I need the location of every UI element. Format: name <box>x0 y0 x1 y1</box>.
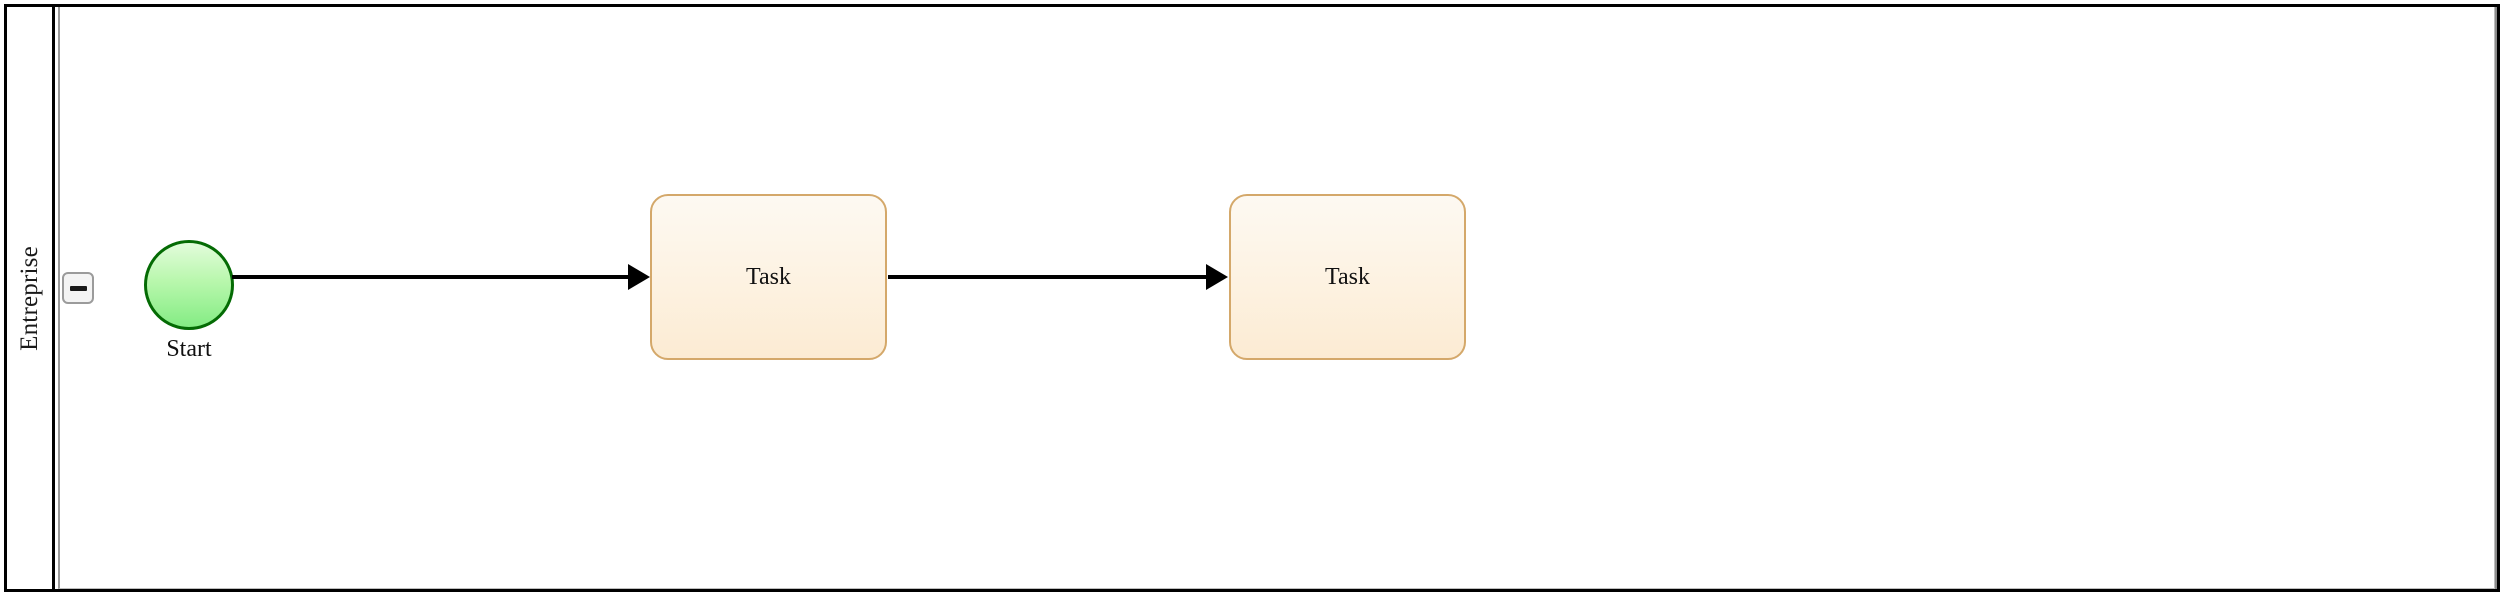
start-event[interactable] <box>144 240 234 330</box>
lane-label: Entreprise <box>16 245 44 351</box>
pool-right-edge <box>2495 7 2497 589</box>
minus-icon <box>69 285 87 291</box>
lane-header-entreprise[interactable]: Entreprise <box>7 7 55 589</box>
task-node-2[interactable]: Task <box>1229 194 1466 360</box>
sequence-flow-2-arrowhead-icon <box>1206 264 1228 290</box>
sequence-flow-1-arrowhead-icon <box>628 264 650 290</box>
task-node-2-label: Task <box>1325 263 1370 290</box>
task-node-1-label: Task <box>746 263 791 290</box>
start-event-label: Start <box>166 336 212 362</box>
sequence-flow-1-line[interactable] <box>232 275 628 279</box>
collapse-lane-button[interactable] <box>62 272 94 304</box>
task-node-1[interactable]: Task <box>650 194 887 360</box>
pool-entreprise[interactable]: Entreprise <box>4 4 2500 592</box>
sequence-flow-2-line[interactable] <box>888 275 1206 279</box>
